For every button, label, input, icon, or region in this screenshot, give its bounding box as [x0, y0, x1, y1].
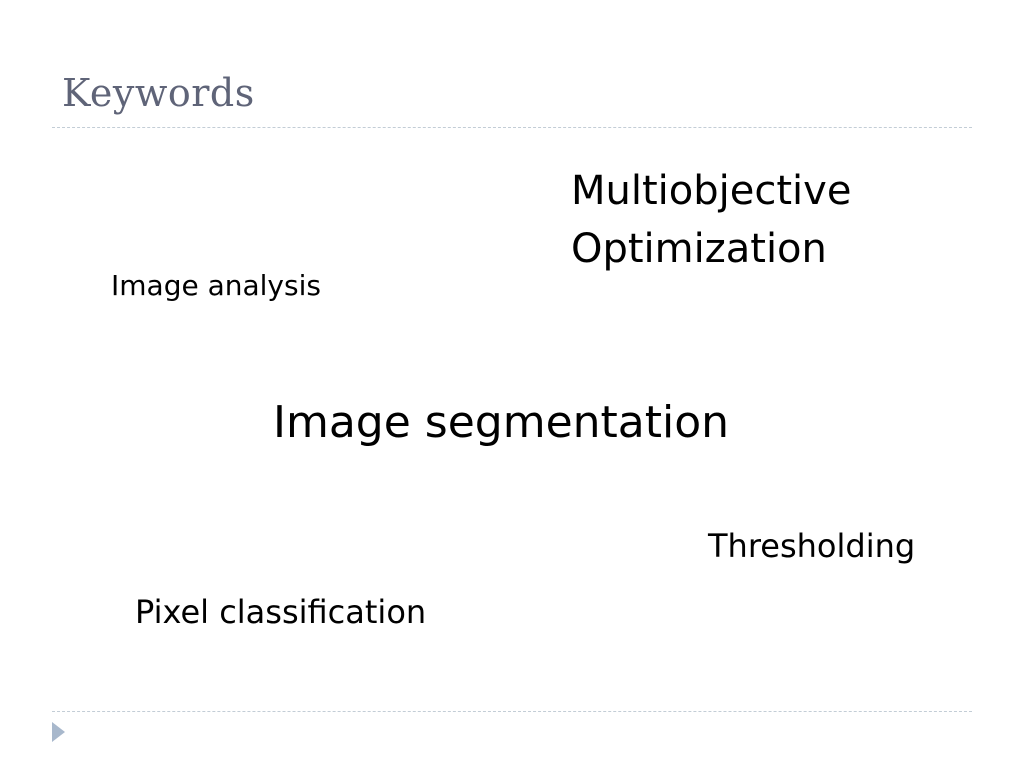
keyword-thresholding: Thresholding: [708, 527, 916, 565]
keyword-image-segmentation: Image segmentation: [273, 397, 730, 448]
triangle-right-icon: [52, 722, 65, 742]
keyword-image-analysis: Image analysis: [111, 269, 321, 302]
title-divider: [52, 127, 972, 128]
slide-title: Keywords: [62, 71, 255, 115]
keyword-multiobjective-optimization: Multiobjective Optimization: [571, 168, 852, 272]
footer-divider: [52, 711, 972, 712]
keyword-pixel-classification: Pixel classification: [135, 593, 427, 631]
